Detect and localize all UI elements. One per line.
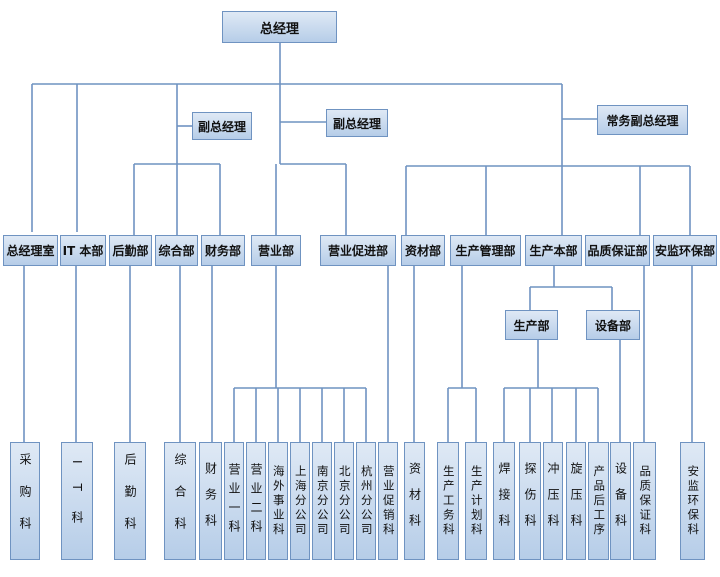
dept-production-hq: 生产本部 xyxy=(525,235,582,266)
section-stamping: 冲压科 xyxy=(543,442,563,560)
section-purchasing: 采购科 xyxy=(10,442,40,560)
dept-production-management: 生产管理部 xyxy=(450,235,521,266)
section-sales-2: 营业二科 xyxy=(246,442,266,560)
executive-vice-general-manager-box: 常务副总经理 xyxy=(597,105,688,135)
dept-sales: 营业部 xyxy=(251,235,301,266)
general-manager-box: 总经理 xyxy=(222,11,337,43)
section-finance: 财务科 xyxy=(199,442,222,560)
dept-gm-office: 总经理室 xyxy=(3,235,58,266)
section-sales-promotion: 营业促销科 xyxy=(378,442,398,560)
section-post-process: 产品后工序 xyxy=(588,442,609,560)
subdept-equipment: 设备部 xyxy=(586,310,640,340)
section-it: IT科 xyxy=(61,442,93,560)
dept-finance: 财务部 xyxy=(201,235,245,266)
section-production-planning: 生产计划科 xyxy=(465,442,487,560)
section-production-affairs: 生产工务科 xyxy=(437,442,459,560)
section-beijing-branch: 北京分公司 xyxy=(334,442,354,560)
section-safety-environment: 安监环保科 xyxy=(680,442,705,560)
section-quality-assurance: 品质保证科 xyxy=(633,442,656,560)
section-general: 综合科 xyxy=(164,442,196,560)
section-sales-1: 营业一科 xyxy=(224,442,244,560)
section-hangzhou-branch: 杭州分公司 xyxy=(356,442,376,560)
dept-sales-promotion: 营业促进部 xyxy=(320,235,396,266)
vice-general-manager-box-2: 副总经理 xyxy=(326,109,388,137)
section-equipment: 设备科 xyxy=(610,442,631,560)
section-welding: 焊接科 xyxy=(493,442,515,560)
dept-general-affairs: 综合部 xyxy=(155,235,198,266)
section-logistics: 后勤科 xyxy=(114,442,146,560)
vice-general-manager-box-1: 副总经理 xyxy=(192,112,252,140)
dept-safety-environment: 安监环保部 xyxy=(653,235,717,266)
section-overseas: 海外事业科 xyxy=(268,442,288,560)
section-nanjing-branch: 南京分公司 xyxy=(312,442,332,560)
section-flaw-detection: 探伤科 xyxy=(519,442,541,560)
dept-it-hq: IT 本部 xyxy=(60,235,106,266)
section-spinning: 旋压科 xyxy=(566,442,586,560)
dept-materials: 资材部 xyxy=(401,235,445,266)
section-materials: 资材科 xyxy=(404,442,425,560)
subdept-production: 生产部 xyxy=(505,310,558,340)
dept-quality-assurance: 品质保证部 xyxy=(585,235,650,266)
dept-logistics: 后勤部 xyxy=(109,235,152,266)
section-shanghai-branch: 上海分公司 xyxy=(290,442,310,560)
